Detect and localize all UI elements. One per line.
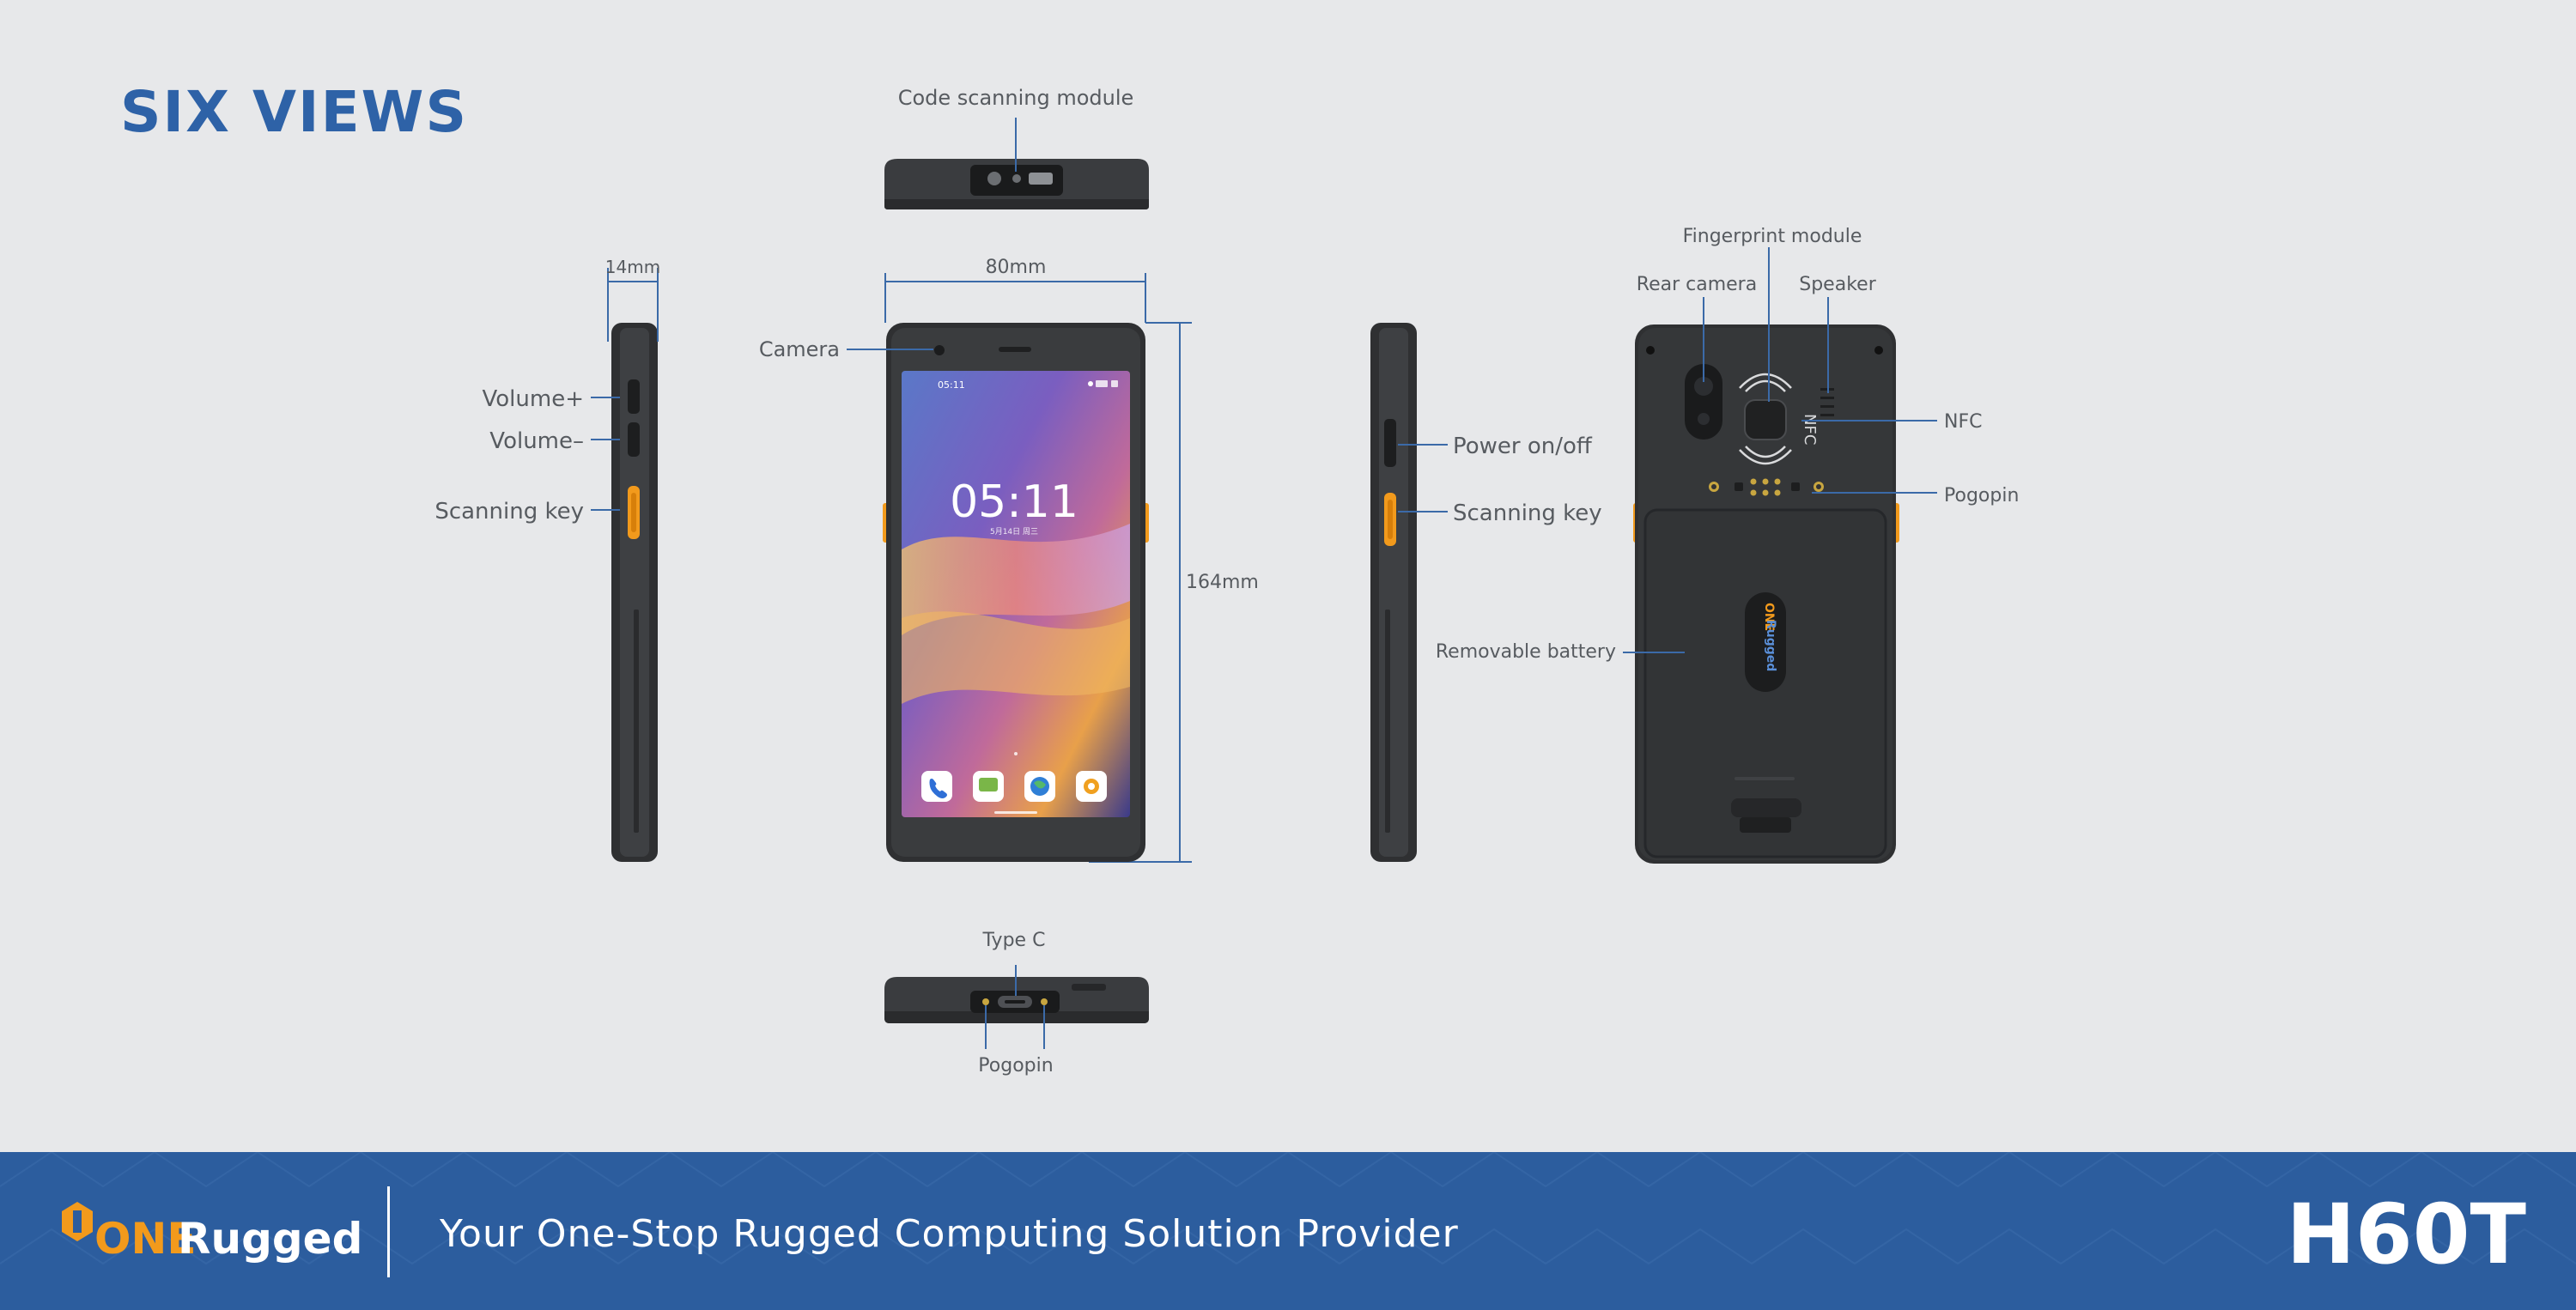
phone-app-icon[interactable] [921, 771, 952, 802]
footer-banner: ONE Rugged Your One-Stop Rugged Computin… [0, 1152, 2576, 1310]
code-scanning-module-label: Code scanning module [898, 86, 1134, 110]
pogopin-back-label: Pogopin [1944, 485, 2019, 506]
onerugged-brand-icon [62, 1202, 93, 1241]
battery-label: Removable battery [1436, 641, 1616, 663]
top-view [884, 118, 1149, 209]
camera-label: Camera [759, 337, 840, 361]
left-side-view [591, 268, 659, 862]
type-c-label: Type C [982, 930, 1046, 951]
rear-camera-label: Rear camera [1637, 274, 1757, 295]
volume-down-key [628, 422, 640, 457]
footer-pattern [0, 1152, 2576, 1265]
power-label: Power on/off [1453, 434, 1593, 459]
lock-clock: 05:11 [950, 476, 1078, 528]
power-key [1384, 419, 1396, 467]
bottom-view [884, 965, 1149, 1049]
scanning-key-right-label: Scanning key [1453, 500, 1602, 526]
brand-rugged: Rugged [178, 1214, 363, 1264]
volume-up-label: Volume+ [483, 386, 585, 412]
page-title: SIX VIEWS [120, 79, 469, 145]
back-logo-rugged: Rugged [1764, 620, 1777, 671]
height-dimension: 164mm [1186, 572, 1259, 593]
back-logo-one: ONE [1762, 603, 1776, 631]
volume-up-key [628, 379, 640, 414]
scanning-key-left-label: Scanning key [434, 499, 584, 525]
fingerprint-label: Fingerprint module [1683, 226, 1862, 247]
pogopin-bottom-label: Pogopin [978, 1055, 1053, 1077]
lock-date: 5月14日 周三 [990, 527, 1038, 537]
model-name: H60T [2286, 1186, 2526, 1283]
front-view [847, 273, 1192, 863]
status-time: 05:11 [938, 379, 965, 391]
back-view: NFC ONE Rugged [1623, 247, 1937, 864]
brand-one: ONE [94, 1214, 197, 1264]
speaker-label: Speaker [1799, 274, 1876, 295]
onerugged-logo-icon [1745, 592, 1786, 692]
fingerprint-sensor [1744, 399, 1787, 440]
rear-camera [1685, 364, 1722, 440]
back-nfc-mark: NFC [1801, 414, 1819, 445]
front-camera [934, 345, 945, 355]
width-dimension: 80mm [986, 257, 1047, 278]
six-views-drawing: Code scanning module 14mm Volume+ Volume… [434, 86, 2019, 1077]
nfc-label: NFC [1944, 411, 1982, 433]
right-side-view [1370, 323, 1448, 862]
footer-divider [387, 1186, 390, 1277]
volume-down-label: Volume– [489, 428, 584, 454]
tagline: Your One-Stop Rugged Computing Solution … [440, 1212, 1459, 1256]
thickness-dimension: 14mm [605, 257, 660, 277]
